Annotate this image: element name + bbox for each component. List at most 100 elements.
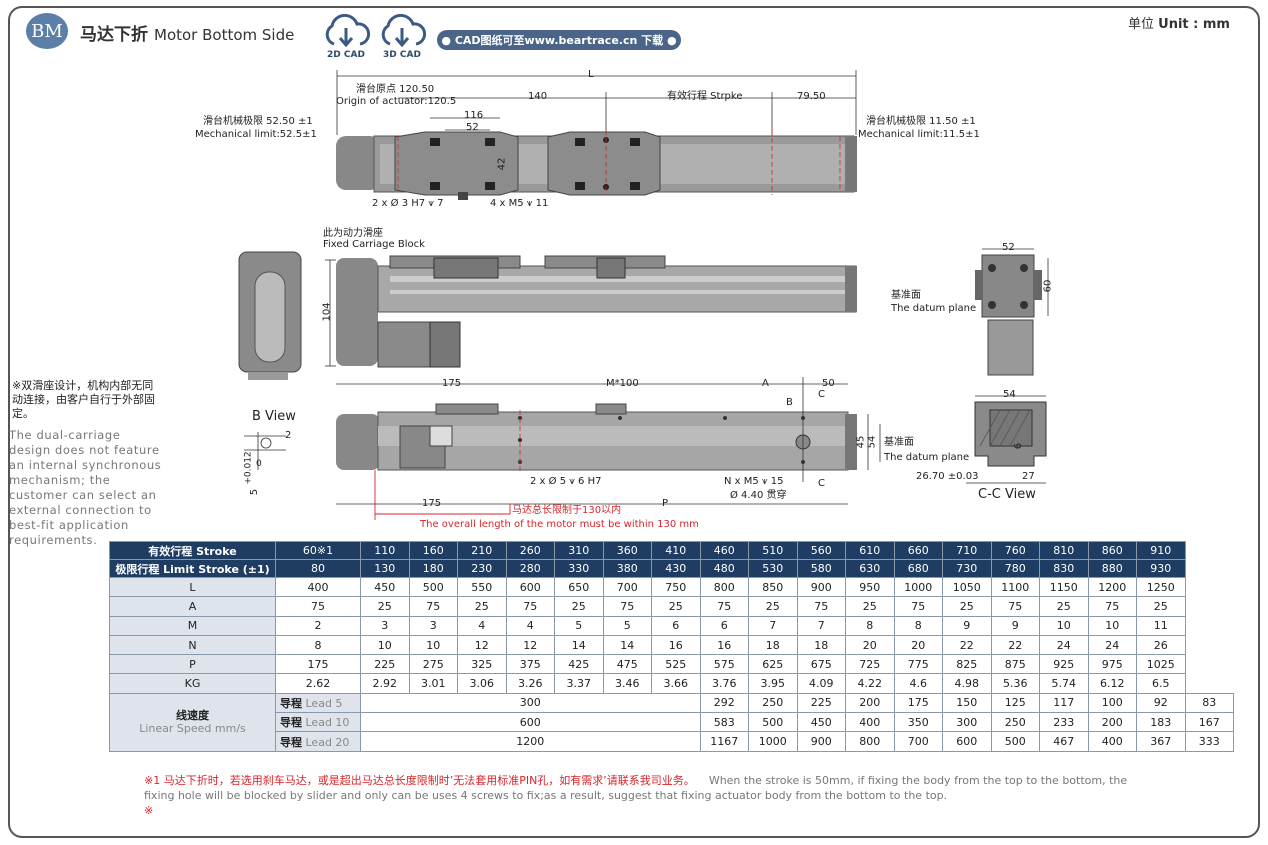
cad-2d-download[interactable]: 2D CAD	[320, 14, 372, 60]
table-cell: M	[109, 615, 276, 636]
footer-note-en: When the stroke is 50mm, if fixing the b…	[144, 774, 1128, 802]
side-view	[336, 255, 857, 368]
dim-50: 50	[822, 378, 835, 389]
table-cell: 560	[796, 541, 846, 560]
table-cell: 9	[942, 615, 992, 636]
table-cell: 880	[1087, 559, 1137, 578]
table-cell: 760	[990, 541, 1040, 560]
hole-spec-5: Ø 4.40 贯穿	[730, 490, 787, 501]
table-cell: 24	[1087, 634, 1137, 656]
cloud-download-icon	[325, 14, 370, 48]
table-cell: 325	[457, 654, 507, 675]
table-cell: 380	[602, 559, 652, 578]
table-cell: 4.98	[942, 673, 992, 694]
table-cell: 75	[893, 596, 943, 617]
table-cell: 525	[651, 654, 701, 675]
footer-note: ※1 马达下折时，若选用刹车马达，或是超出马达总长度限制时’无法套用标准PIN孔…	[144, 773, 1144, 818]
table-cell: 14	[554, 634, 604, 656]
table-cell: 75	[602, 596, 652, 617]
right-end-view	[975, 254, 1042, 376]
right-limit-en: Mechanical limit:11.5±1	[858, 129, 980, 140]
table-cell: 4.09	[796, 673, 846, 694]
left-limit-cn: 滑台机械极限 52.50 ±1	[203, 116, 313, 127]
table-cell: 860	[1087, 541, 1137, 560]
table-cell: 850	[748, 576, 798, 598]
table-cell: 75	[796, 596, 846, 617]
table-cell: 1000	[893, 576, 943, 598]
table-cell: 430	[651, 559, 701, 578]
table-cell: 610	[845, 541, 895, 560]
table-cell: 75	[275, 596, 361, 617]
table-cell: 200	[1087, 712, 1137, 733]
table-cell: 80	[275, 559, 361, 578]
lead-value: Lead 5	[305, 696, 343, 710]
table-cell: 680	[893, 559, 943, 578]
table-cell: 225	[360, 654, 410, 675]
table-cell: 210	[457, 541, 507, 560]
cc-dim-54: 54	[1003, 389, 1016, 400]
table-cell: 12	[457, 634, 507, 656]
table-cell: 14	[602, 634, 652, 656]
table-cell: 2.62	[275, 673, 361, 694]
stroke-label: 有效行程 Strpke	[667, 91, 743, 102]
table-cell: 7	[748, 615, 798, 636]
table-cell: 22	[990, 634, 1040, 656]
dim-116: 116	[464, 110, 484, 121]
lead-label: 导程	[280, 716, 302, 730]
table-cell: 910	[1136, 541, 1186, 560]
table-cell: 467	[1039, 731, 1089, 752]
table-cell: 475	[602, 654, 652, 675]
table-cell: 1100	[990, 576, 1040, 598]
cad-download-link[interactable]: ● CAD图纸可至www.beartrace.cn 下载 ●	[437, 30, 681, 50]
table-cell: 3.37	[554, 673, 604, 694]
table-cell: 导程 Lead 20	[275, 731, 361, 752]
table-cell: 2	[275, 615, 361, 636]
table-cell: N	[109, 634, 276, 656]
table-cell: 225	[796, 692, 846, 714]
table-cell: 4	[505, 615, 555, 636]
dim-52: 52	[466, 122, 479, 133]
b-dim-2: 2	[285, 430, 292, 441]
table-cell: 360	[602, 541, 652, 560]
table-cell: 583	[699, 712, 749, 733]
table-cell: 有效行程 Stroke	[109, 541, 276, 560]
table-cell: 925	[1039, 654, 1089, 675]
table-cell: 6.5	[1136, 673, 1186, 694]
table-cell: 150	[942, 692, 992, 714]
table-cell: 4.6	[893, 673, 943, 694]
table-cell: 8	[893, 615, 943, 636]
datum2-cn: 基准面	[884, 437, 914, 448]
table-cell: 110	[360, 541, 410, 560]
b-dim-5: 5	[249, 488, 261, 496]
speed-label-cn: 线速度	[176, 709, 209, 723]
table-cell: 92	[1136, 692, 1186, 714]
origin-label-en: Origin of actuator:120.5	[336, 96, 457, 107]
table-cell: 175	[893, 692, 943, 714]
table-cell: 导程 Lead 10	[275, 712, 361, 733]
b-view-detail	[244, 432, 286, 470]
section-c-bottom: C	[818, 478, 825, 489]
table-cell: 75	[1087, 596, 1137, 617]
table-cell: 130	[360, 559, 410, 578]
table-cell: 160	[408, 541, 458, 560]
table-cell: 400	[845, 712, 895, 733]
table-cell: 230	[457, 559, 507, 578]
table-cell: 250	[748, 692, 798, 714]
motor-limit-cn: 马达总长限制于130以内	[512, 505, 622, 516]
cc-dim-27: 27	[1022, 471, 1035, 482]
bottom-view	[336, 403, 857, 474]
cad-3d-download[interactable]: 3D CAD	[376, 14, 428, 60]
table-cell: 300	[360, 692, 701, 714]
table-cell: 292	[699, 692, 749, 714]
table-cell: 75	[408, 596, 458, 617]
unit-label: 单位 Unit : mm	[1128, 17, 1230, 32]
right-limit-cn: 滑台机械极限 11.50 ±1	[866, 116, 976, 127]
table-cell: 167	[1184, 712, 1234, 733]
table-cell: 16	[651, 634, 701, 656]
table-cell: 1250	[1136, 576, 1186, 598]
table-cell: 18	[796, 634, 846, 656]
